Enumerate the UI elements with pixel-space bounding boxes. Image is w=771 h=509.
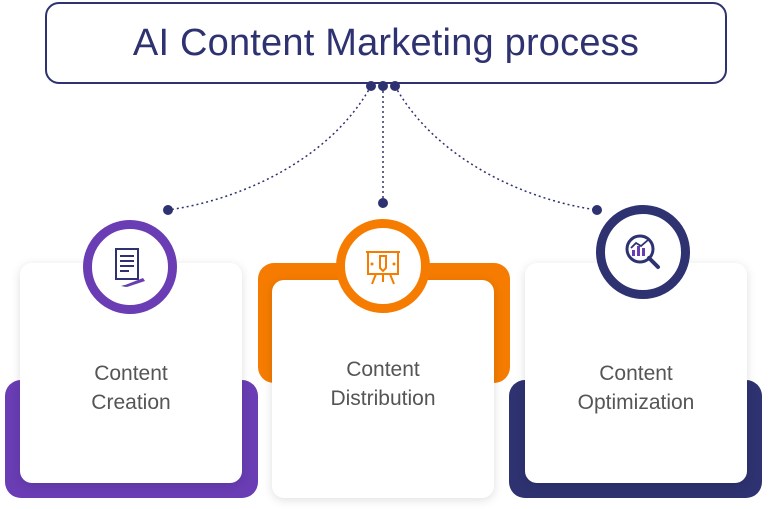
end-dot-left: [163, 205, 173, 215]
icon-ring-distribution: [336, 219, 430, 313]
step-label: Content Distribution: [330, 358, 436, 410]
magnifier-chart-icon: [625, 234, 660, 269]
presentation-board-icon: [366, 251, 400, 285]
icon-ring-optimization: [596, 205, 690, 299]
page-title: AI Content Marketing process: [132, 21, 640, 64]
connector-left: [167, 85, 372, 211]
icon-ring-creation: [83, 220, 177, 314]
title-box: AI Content Marketing process: [45, 2, 727, 84]
card-content-distribution: Content Distribution: [272, 280, 494, 498]
hub-dot-center: [378, 81, 388, 91]
step-label: Content Creation: [91, 362, 171, 414]
end-dot-center: [378, 198, 388, 208]
end-dot-right: [592, 205, 602, 215]
connector-right: [394, 85, 598, 211]
document-pen-icon: [115, 248, 145, 287]
hub-dot-right: [390, 81, 400, 91]
card-content-optimization: Content Optimization: [525, 263, 747, 483]
hub-dot-left: [366, 81, 376, 91]
step-label: Content Optimization: [577, 362, 695, 414]
